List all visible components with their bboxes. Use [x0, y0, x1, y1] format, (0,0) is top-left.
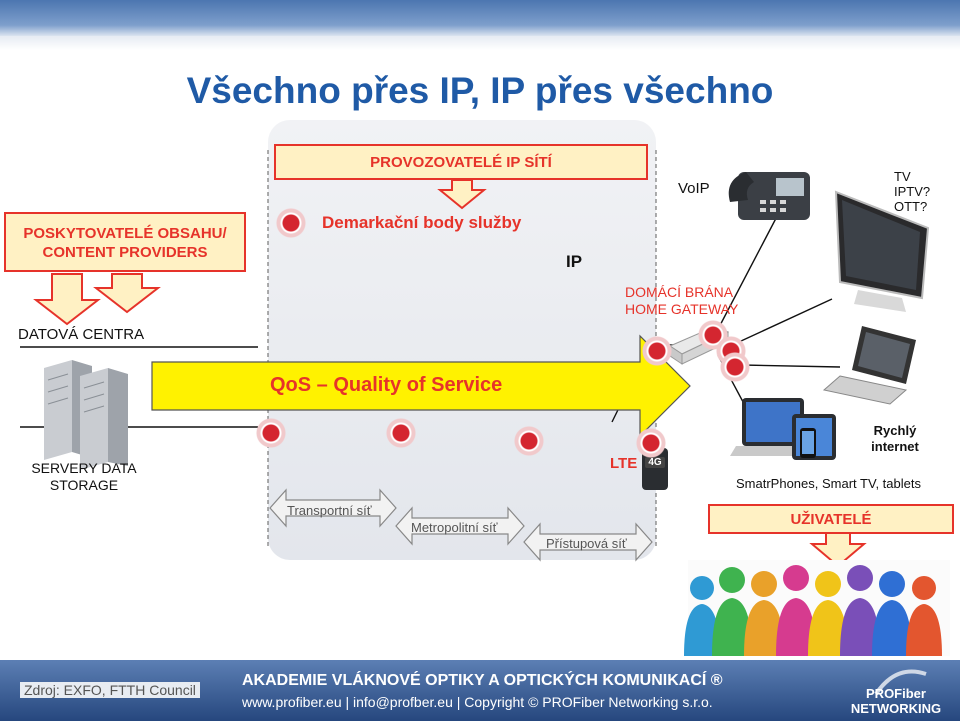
- demarcation-label: Demarkační body služby: [322, 213, 522, 232]
- demarcation-point-icon: [642, 336, 672, 366]
- double-arrow-icon: [269, 488, 397, 528]
- header-fade: [0, 36, 960, 50]
- access-network-label: Přístupová síť: [546, 536, 627, 551]
- desk-phone-icon: [728, 172, 810, 220]
- users-crowd-icon: [684, 560, 950, 656]
- devices-label: SmatrPhones, Smart TV, tablets: [736, 476, 921, 491]
- profiber-logo: PROFiber NETWORKING: [846, 664, 946, 716]
- double-arrow-icon: [395, 506, 525, 546]
- arrow-down-icon: [33, 273, 101, 326]
- content-providers-box: POSKYTOVATELÉ OBSAHU/ CONTENT PROVIDERS: [4, 212, 246, 272]
- double-arrow-icon: [523, 522, 653, 562]
- 4g-icon: 4G: [645, 457, 665, 468]
- source-label: Zdroj: EXFO, FTTH Council: [20, 682, 200, 698]
- voip-label: VoIP: [678, 180, 710, 197]
- slide-title: Všechno přes IP, IP přes všechno: [186, 70, 774, 111]
- fast-internet-label: Rychlý internet: [871, 423, 919, 454]
- demarcation-point-icon: [514, 426, 544, 456]
- data-centers-label: DATOVÁ CENTRA: [18, 326, 145, 343]
- laptop-icon: [822, 326, 916, 405]
- server-rack-icon: [44, 360, 128, 470]
- demarcation-point-icon: [386, 418, 416, 448]
- network-operators-box: PROVOZOVATELÉ IP SÍTÍ: [274, 144, 648, 180]
- qos-arrow-icon: [151, 334, 691, 438]
- demarcation-point-icon: [256, 418, 286, 448]
- servers-label: SERVERY DATA STORAGE: [31, 460, 137, 493]
- ip-label: IP: [566, 252, 583, 271]
- footer-title: AKADEMIE VLÁKNOVÉ OPTIKY A OPTICKÝCH KOM…: [242, 672, 723, 689]
- demarcation-point-icon: [720, 352, 750, 382]
- tv-icon: [834, 190, 930, 312]
- transport-network-label: Transportní síť: [287, 503, 372, 518]
- arrow-down-icon: [809, 531, 867, 568]
- tablets-icon: [730, 398, 836, 460]
- home-gateway-label: DOMÁCÍ BRÁNA HOME GATEWAY: [625, 284, 739, 317]
- arrow-down-icon: [93, 273, 161, 314]
- metro-network-label: Metropolitní síť: [411, 520, 498, 535]
- lte-label: LTE: [610, 455, 638, 472]
- demarcation-point-icon: [636, 428, 666, 458]
- users-box: UŽIVATELÉ: [708, 504, 954, 534]
- footer-links[interactable]: www.profiber.eu | info@profber.eu | Copy…: [242, 694, 713, 710]
- logo-text: PROFiber NETWORKING: [850, 686, 942, 716]
- diagram-lines: [20, 150, 950, 656]
- demarcation-point-icon: [276, 208, 306, 238]
- tv-label: TV IPTV? OTT?: [894, 169, 931, 214]
- qos-label: QoS – Quality of Service: [270, 374, 503, 396]
- arrow-down-icon: [437, 179, 487, 210]
- logo-swoosh-icon: [874, 669, 927, 696]
- header-bar: [0, 0, 960, 36]
